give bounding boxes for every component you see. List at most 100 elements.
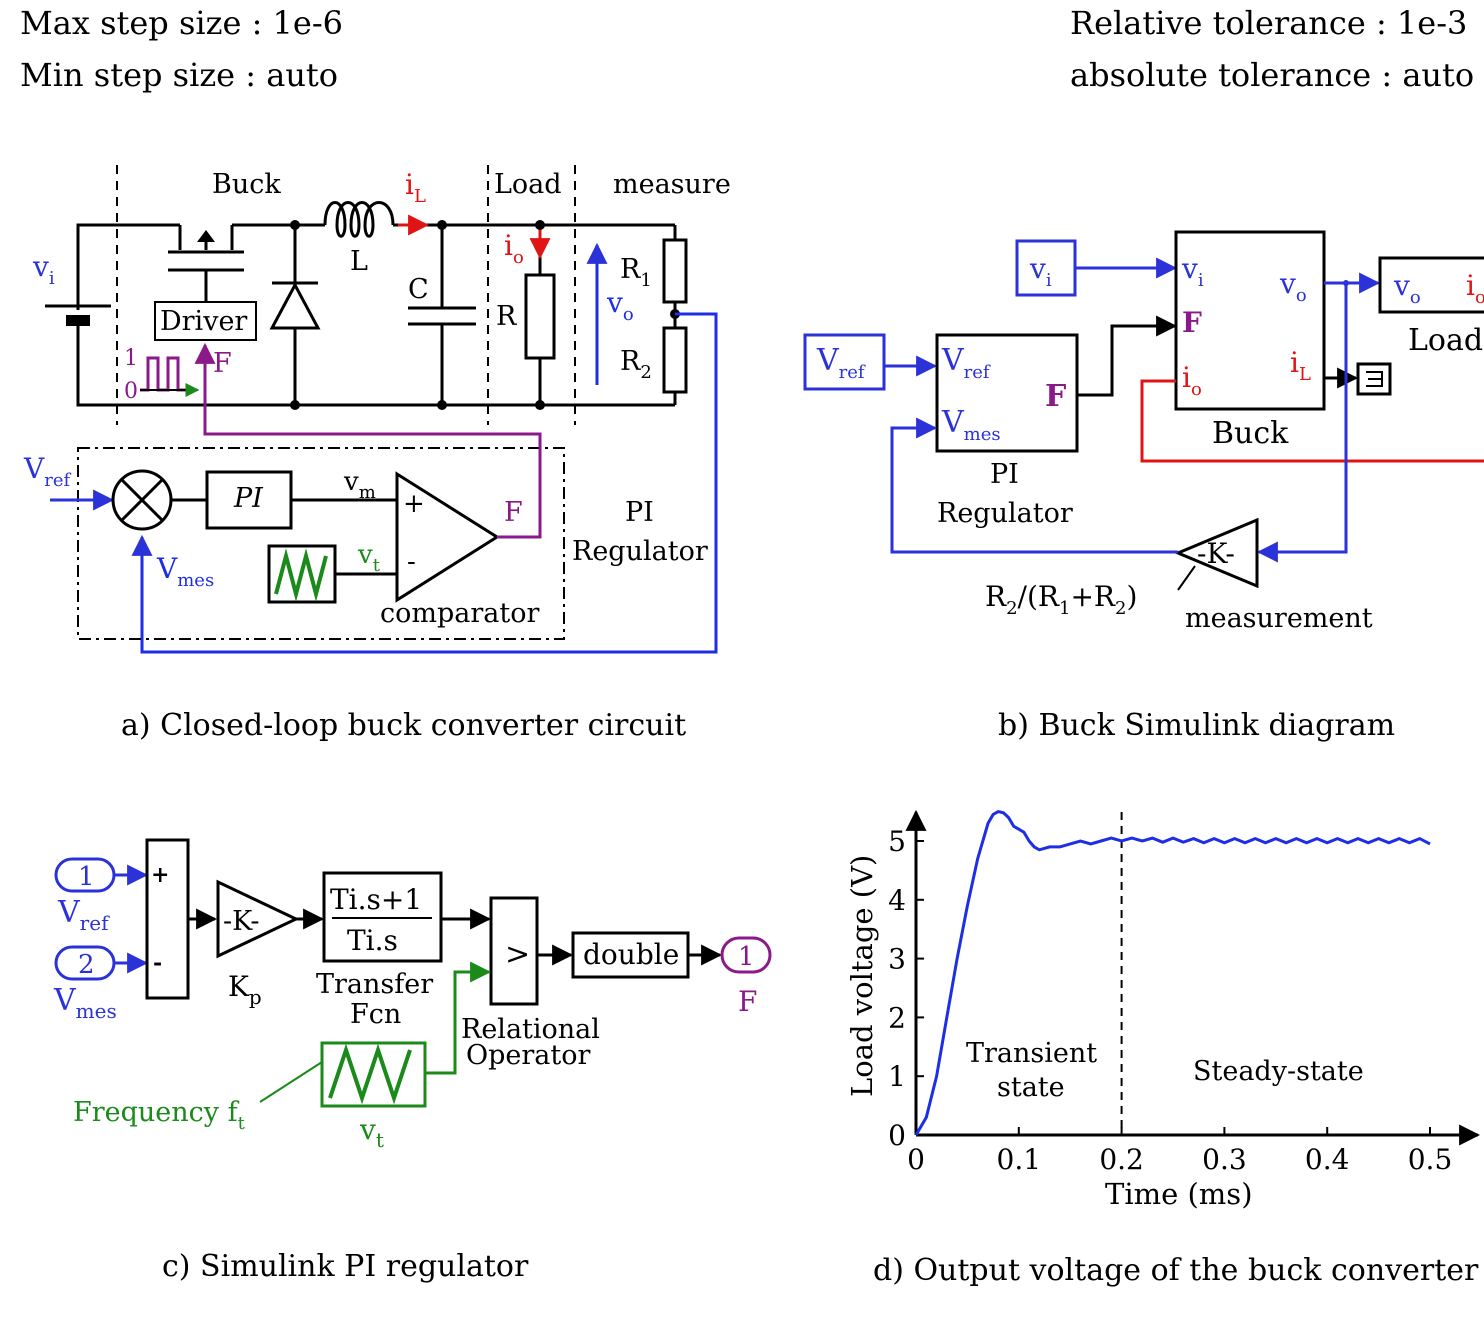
inport-1-label: Vref <box>57 895 110 935</box>
y-tick-label: 2 <box>888 1001 906 1034</box>
pi-regulator-boundary <box>77 447 565 640</box>
double-cast-block <box>571 931 690 979</box>
relational-operator-block <box>489 896 539 1006</box>
y-tick-label: 4 <box>888 884 906 917</box>
battery-short-plate <box>66 315 90 326</box>
x-tick-label: 0.3 <box>1202 1143 1247 1176</box>
buck-f-port: F <box>1182 306 1202 339</box>
panel-a-circuit: Buck Load measure vi <box>23 165 731 654</box>
x-tick-label: 0 <box>907 1143 925 1176</box>
annotation-transient: Transient <box>966 1038 1097 1069</box>
resistor-label: R <box>496 301 517 332</box>
vt-source-label: vt <box>359 1113 384 1152</box>
pi-regulator-block <box>935 333 1079 453</box>
relop-label-2: Operator <box>466 1040 591 1071</box>
r1-resistor <box>662 238 688 304</box>
pi-label-1: PI <box>625 497 654 528</box>
iL-label: iL <box>405 168 426 207</box>
f-label-driver: F <box>213 348 232 379</box>
panel-c-pi-regulator: 1 Vref 2 Vmes + - -K- Kp Ti.s+1 Ti.s Tra… <box>53 838 772 1152</box>
annotation-state: state <box>997 1072 1065 1103</box>
io-label: io <box>504 229 524 268</box>
sum-plus: + <box>151 862 169 888</box>
capacitor-label: C <box>408 274 429 305</box>
triangle-wave-icon <box>274 548 328 602</box>
y-tick-label: 0 <box>888 1119 906 1152</box>
vo-label: vo <box>606 286 634 325</box>
measurement-gain-label: -K- <box>1197 537 1235 570</box>
buck-vo-port: vo <box>1279 267 1307 306</box>
triangle-wave-icon <box>328 1043 412 1105</box>
pwm-wave-icon <box>140 356 186 392</box>
caption-c: c) Simulink PI regulator <box>162 1249 529 1284</box>
outport-number: 1 <box>738 942 755 972</box>
annotation-steady-state: Steady-state <box>1193 1056 1364 1087</box>
terminator-icon <box>1356 362 1392 396</box>
pi-label-2: Regulator <box>572 536 708 567</box>
outport-1 <box>720 936 772 974</box>
panel-b-simulink: vi Vref Vref Vmes F PI Regulator vi F io… <box>803 230 1484 634</box>
buck-vi-port: vi <box>1181 252 1204 291</box>
vi-source-block <box>1015 239 1077 297</box>
inport-2-number: 2 <box>78 950 95 980</box>
f-label-comparator: F <box>504 497 523 528</box>
double-label: double <box>583 938 679 971</box>
max-step-text: Max step size : 1e-6 <box>20 4 343 42</box>
r1-label: R1 <box>620 254 652 291</box>
comparator-minus: - <box>407 547 416 577</box>
buck-io-port: io <box>1182 361 1202 400</box>
tf-label-2: Fcn <box>350 999 401 1030</box>
comparator-label: comparator <box>380 598 539 629</box>
frequency-label: Frequency ft <box>73 1097 246 1134</box>
mosfet-icon <box>168 225 244 302</box>
section-load-label: Load <box>494 169 562 200</box>
load-resistor <box>524 273 556 360</box>
load-block <box>1378 256 1484 314</box>
load-vo-port: vo <box>1393 269 1421 308</box>
pi-vmes-port: Vmes <box>941 405 1001 445</box>
vref-source-block <box>803 333 886 391</box>
vmes-label: Vmes <box>156 552 214 591</box>
kp-gain-text: -K- <box>223 906 259 937</box>
pi-block-label-2: Regulator <box>937 498 1073 529</box>
pi-vref-port: Vref <box>941 343 991 383</box>
kp-gain-block <box>216 879 300 959</box>
buck-block-label: Buck <box>1212 416 1289 451</box>
load-block-label: Load <box>1408 323 1483 358</box>
measurement-label: measurement <box>1185 603 1373 634</box>
x-tick-label: 0.4 <box>1305 1143 1350 1176</box>
vm-label: vm <box>343 467 376 503</box>
relop-label-1: Relational <box>461 1014 600 1045</box>
gain-expression: R2/(R1+R2) <box>985 580 1137 619</box>
vref-source-label: Vref <box>816 343 866 383</box>
caption-b: b) Buck Simulink diagram <box>998 708 1395 743</box>
tf-label-1: Transfer <box>316 969 433 1000</box>
section-buck-label: Buck <box>212 169 281 200</box>
r2-label: R2 <box>620 346 652 383</box>
diode-icon <box>269 281 321 330</box>
load-io-port: io <box>1466 269 1484 308</box>
pi-block-label-1: PI <box>990 459 1019 490</box>
x-axis-label: Time (ms) <box>1105 1177 1253 1211</box>
measurement-gain-block <box>1174 517 1259 589</box>
tf-numerator: Ti.s+1 <box>330 883 422 916</box>
kp-label: Kp <box>228 970 262 1009</box>
pi-f-port: F <box>1045 379 1066 414</box>
summing-junction-icon <box>111 469 173 531</box>
y-tick-label: 5 <box>888 825 906 858</box>
sum-minus: - <box>153 950 162 976</box>
rel-tol-text: Relative tolerance : 1e-3 <box>1070 4 1467 42</box>
y-tick-label: 1 <box>888 1060 906 1093</box>
pwm-lo-label: 0 <box>124 379 138 404</box>
y-axis-label: Load voltage (V) <box>845 855 879 1097</box>
comparator-plus: + <box>403 489 425 519</box>
driver-block <box>154 301 257 341</box>
pi-block-label: PI <box>233 483 264 514</box>
x-tick-label: 0.1 <box>997 1143 1042 1176</box>
driver-label: Driver <box>160 306 247 337</box>
vref-label: Vref <box>23 452 71 491</box>
inductor-icon <box>323 201 395 238</box>
buck-iL-port: iL <box>1290 346 1311 385</box>
